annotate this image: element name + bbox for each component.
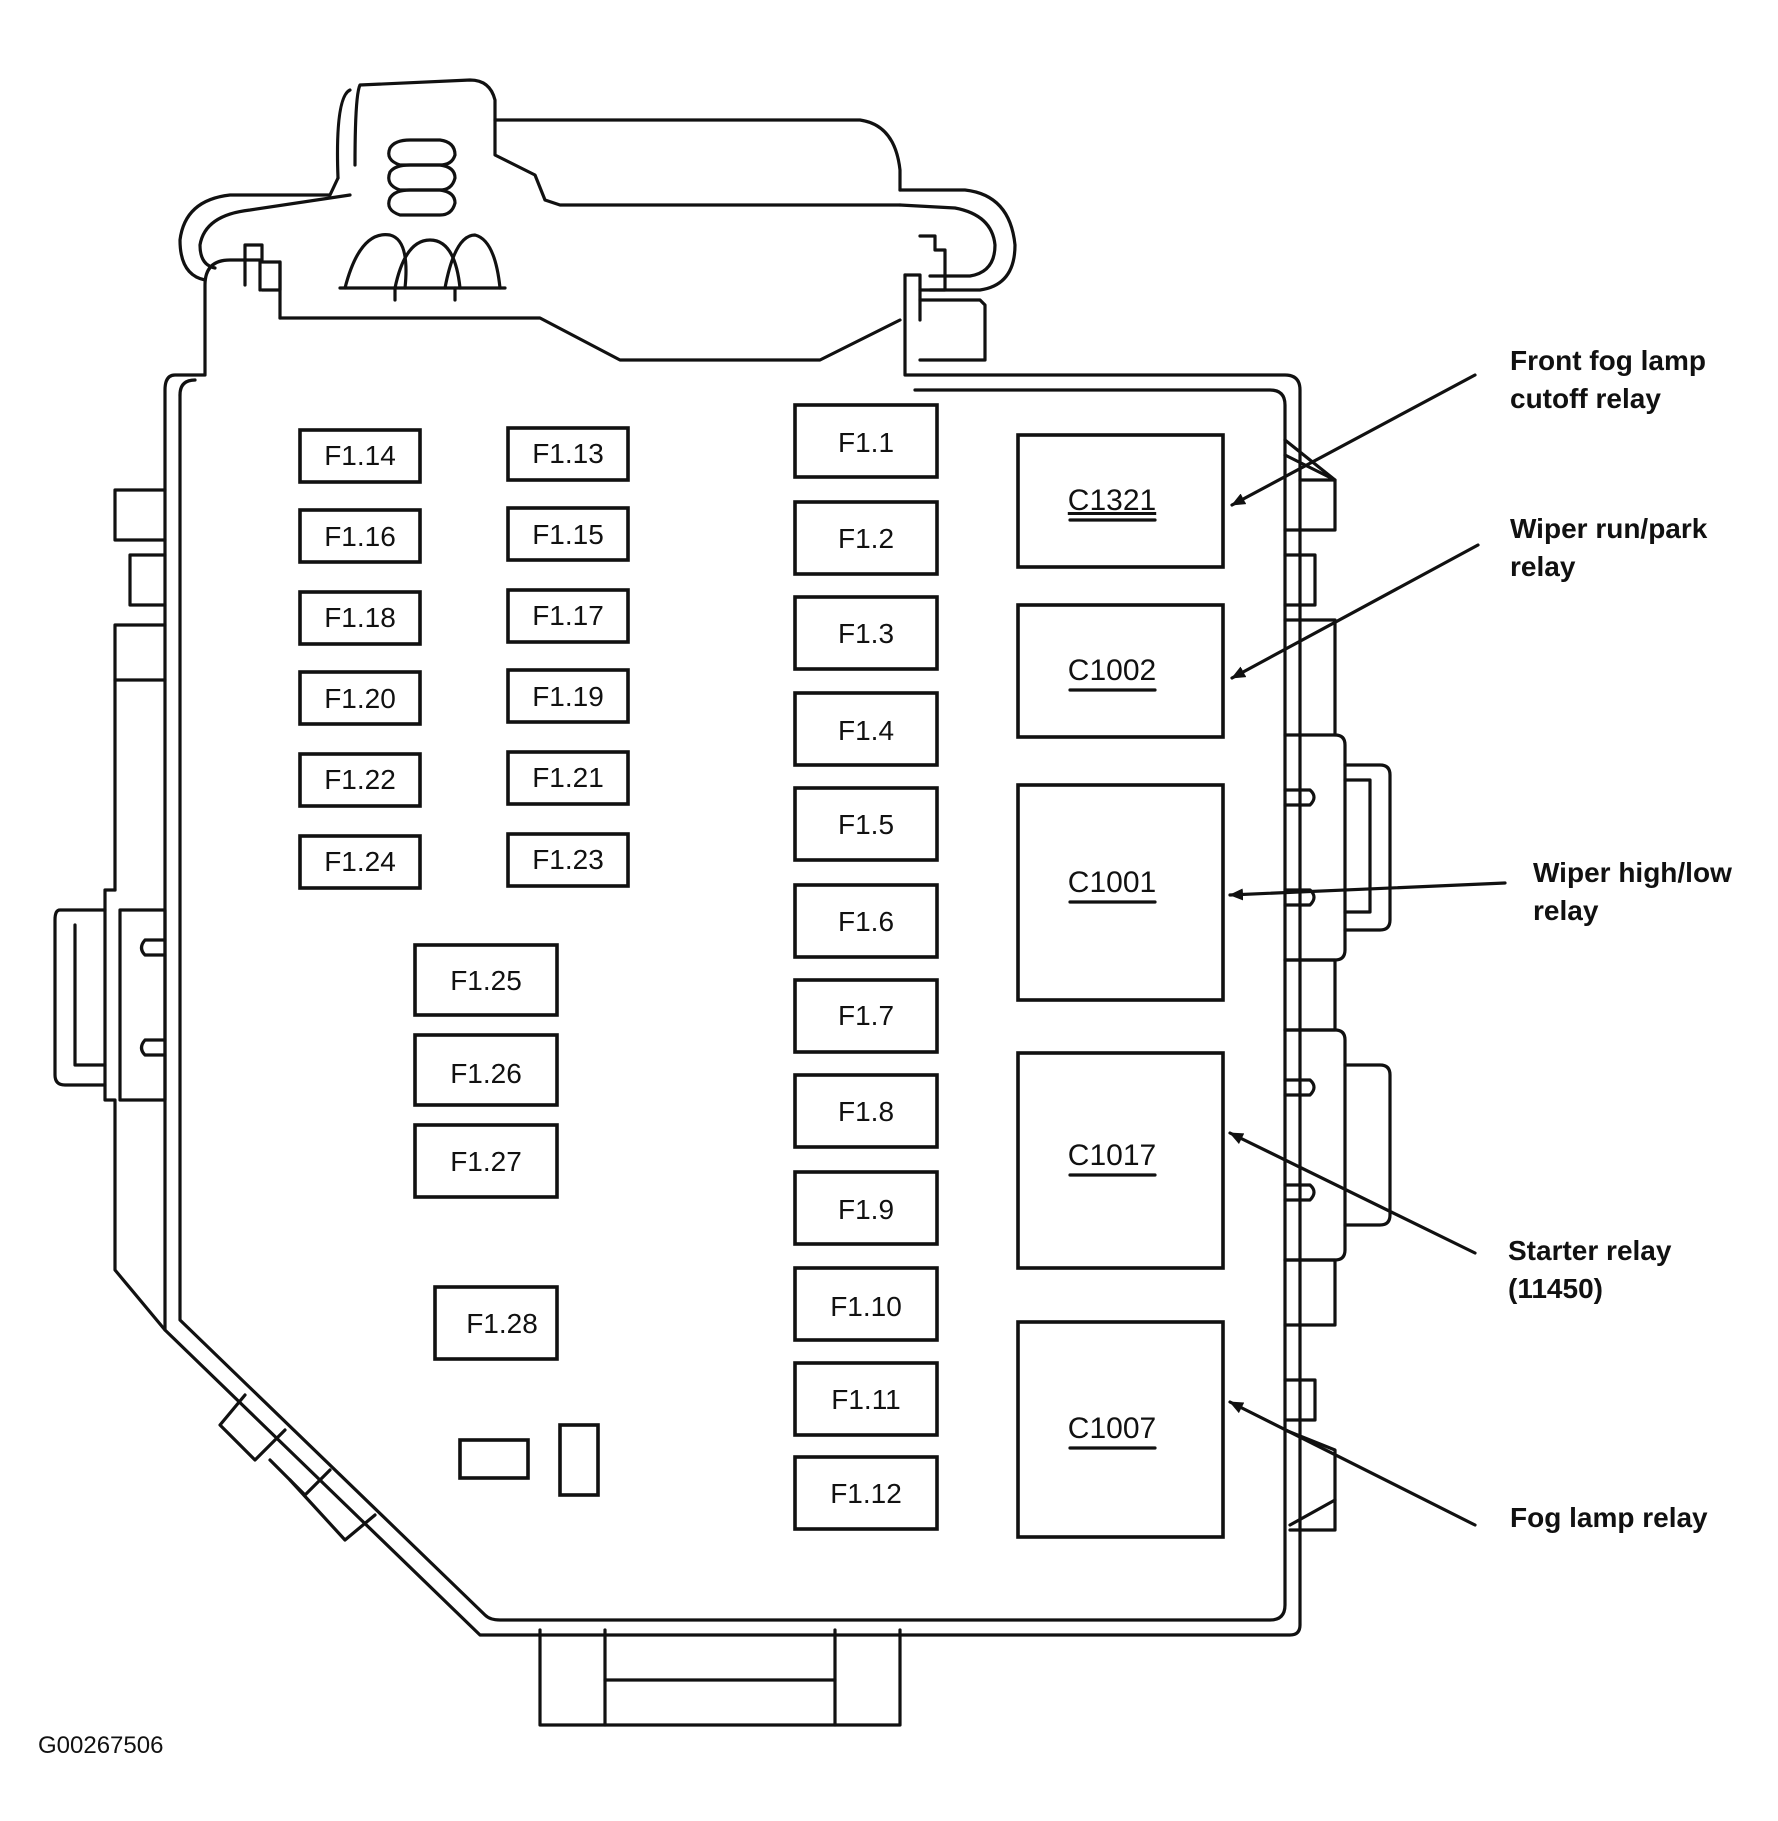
fuse-label: F1.4 xyxy=(838,715,894,746)
callout-front-fog-lamp-line1: Front fog lamp xyxy=(1510,345,1706,376)
relay-slot xyxy=(1016,1051,1225,1270)
arrow-front-fog-lamp-cutoff-relay xyxy=(1230,373,1477,507)
arrow-fog-lamp-relay xyxy=(1228,1400,1477,1527)
fuse-label: F1.14 xyxy=(324,440,396,471)
fuse-slot xyxy=(793,786,939,862)
relay-slot xyxy=(1016,783,1225,1002)
callout-fog-lamp-relay: Fog lamp relay xyxy=(1510,1502,1708,1533)
fuse-slot xyxy=(793,595,939,671)
fuse-label: F1.24 xyxy=(324,846,396,877)
fuse-middle-column: F1.13 F1.15 F1.17 F1.19 F1.21 F1.23 xyxy=(506,426,630,888)
fuse-label: F1.3 xyxy=(838,618,894,649)
fuse-label: F1.21 xyxy=(532,762,604,793)
arrow-wiper-high-low-relay xyxy=(1228,881,1507,901)
arrow-starter-relay xyxy=(1228,1131,1477,1255)
fuse-lower-group: F1.25 F1.26 F1.27 F1.28 xyxy=(413,943,559,1361)
fuse-slot xyxy=(506,588,630,644)
fuse-label: F1.9 xyxy=(838,1194,894,1225)
fuse-label: F1.7 xyxy=(838,1000,894,1031)
fuse-slot xyxy=(413,1123,559,1199)
callout-wiper-high-low-line2: relay xyxy=(1533,895,1599,926)
fuse-slot xyxy=(793,500,939,576)
fuse-label: F1.28 xyxy=(466,1308,538,1339)
fuse-label: F1.20 xyxy=(324,683,396,714)
fuse-label: F1.19 xyxy=(532,681,604,712)
fuse-slot xyxy=(298,428,422,484)
fuse-slot xyxy=(506,426,630,482)
fuse-label: F1.6 xyxy=(838,906,894,937)
fuse-slot xyxy=(298,834,422,890)
fuse-label: F1.15 xyxy=(532,519,604,550)
fuse-label: F1.18 xyxy=(324,602,396,633)
fuse-label: F1.23 xyxy=(532,844,604,875)
fuse-slot xyxy=(506,668,630,724)
fuse-slot xyxy=(506,832,630,888)
fuse-box-housing xyxy=(53,78,1392,1727)
fuse-slot xyxy=(793,883,939,959)
relay-slot xyxy=(1016,433,1225,569)
fuse-label: F1.1 xyxy=(838,427,894,458)
fuse-label: F1.25 xyxy=(450,965,522,996)
callout-wiper-high-low-line1: Wiper high/low xyxy=(1533,857,1732,888)
fuse-slot xyxy=(433,1285,559,1361)
fuse-label: F1.8 xyxy=(838,1096,894,1127)
fuse-slot xyxy=(793,1361,939,1437)
relay-connector-label: C1002 xyxy=(1068,654,1156,687)
fuse-slot xyxy=(793,978,939,1054)
callout-wiper-run-park-line1: Wiper run/park xyxy=(1510,513,1708,544)
callout-starter-relay-line1: Starter relay xyxy=(1508,1235,1672,1266)
fuse-label: F1.2 xyxy=(838,523,894,554)
fuse-label: F1.17 xyxy=(532,600,604,631)
fuse-slot xyxy=(793,1170,939,1246)
callout-wiper-run-park-line2: relay xyxy=(1510,551,1576,582)
callout-starter-relay-line2: (11450) xyxy=(1508,1273,1603,1304)
fuse-slot xyxy=(298,752,422,808)
fuse-slot xyxy=(793,403,939,479)
relay-connector-label: C1007 xyxy=(1068,1412,1156,1445)
callout-front-fog-lamp-line2: cutoff relay xyxy=(1510,383,1661,414)
fuse-label: F1.26 xyxy=(450,1058,522,1089)
relay-slot xyxy=(1016,1320,1225,1539)
fuse-slot xyxy=(413,1033,559,1107)
fuse-slot xyxy=(506,750,630,806)
fuse-label: F1.10 xyxy=(830,1291,902,1322)
relay-connector-label: C1017 xyxy=(1068,1139,1156,1172)
fuse-slot xyxy=(793,691,939,767)
fuse-slot xyxy=(298,590,422,646)
fuse-label: F1.16 xyxy=(324,521,396,552)
figure-id: G00267506 xyxy=(38,1732,163,1759)
relay-slot xyxy=(1016,603,1225,739)
relay-connector-label: C1321 xyxy=(1068,484,1156,517)
fuse-slot xyxy=(506,506,630,562)
relay-connector-label: C1001 xyxy=(1068,866,1156,899)
fuse-label: F1.5 xyxy=(838,809,894,840)
fuse-label: F1.12 xyxy=(830,1478,902,1509)
fuse-label: F1.27 xyxy=(450,1146,522,1177)
fuse-label: F1.13 xyxy=(532,438,604,469)
relay-column: C1321 C1002 C1001 C1017 C1007 xyxy=(1016,433,1225,1539)
fuse-label: F1.22 xyxy=(324,764,396,795)
fuse-slot xyxy=(298,670,422,726)
fuse-slot xyxy=(793,1073,939,1149)
fuse-left-column: F1.14 F1.16 F1.18 F1.20 F1.22 F1.24 xyxy=(298,428,422,890)
callout-labels: Front fog lamp cutoff relay Wiper run/pa… xyxy=(1508,345,1732,1533)
arrow-wiper-run-park-relay xyxy=(1230,543,1480,680)
fuse-label: F1.11 xyxy=(831,1384,901,1415)
fuse-right-column: F1.1 F1.2 F1.3 F1.4 F1.5 F1.6 F1.7 F1.8 … xyxy=(793,403,939,1531)
callout-arrows xyxy=(1228,373,1507,1527)
fuse-slot xyxy=(793,1455,939,1531)
fuse-slot xyxy=(298,508,422,564)
fuse-slot xyxy=(793,1266,939,1342)
fuse-slot xyxy=(413,943,559,1017)
